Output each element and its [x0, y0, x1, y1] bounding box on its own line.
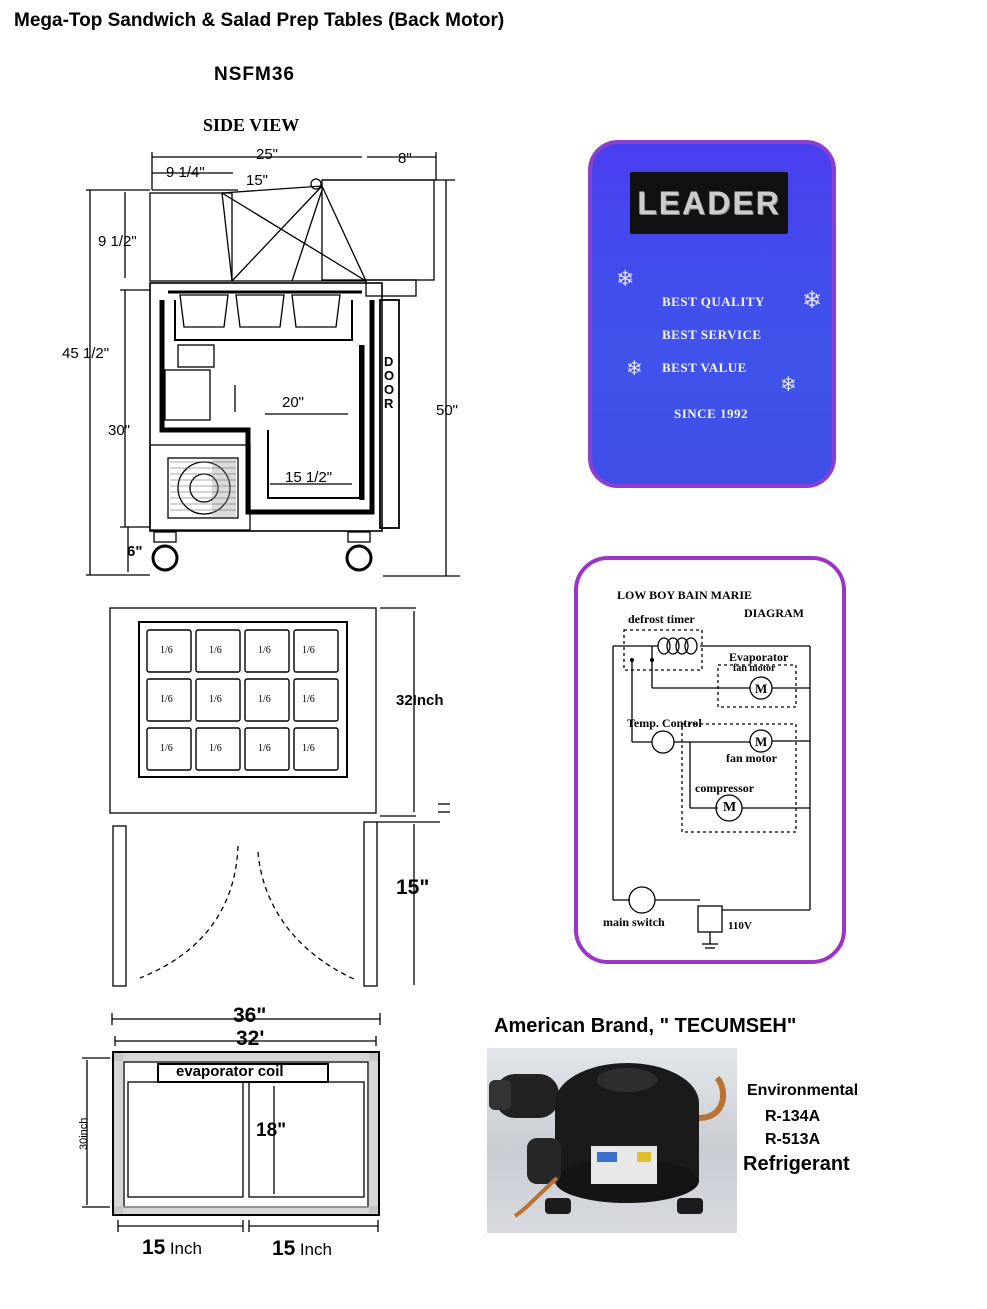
pan-label: 1/6 — [209, 743, 222, 754]
environmental-label: Environmental — [747, 1082, 859, 1099]
motor-symbol: M — [755, 681, 768, 696]
dim-30: 30" — [108, 422, 131, 439]
dim-36: 36" — [233, 1004, 267, 1027]
dim-9-1-2: 9 1/2" — [98, 233, 137, 250]
door-label: DOOR — [384, 354, 395, 411]
dim-6: 6" — [127, 543, 143, 560]
dim-25: 25" — [256, 146, 279, 163]
card-line-since: SINCE 1992 — [674, 406, 748, 421]
pan-label: 1/6 — [160, 694, 173, 705]
model-number: NSFM36 — [214, 64, 295, 85]
dim-50: 50" — [436, 402, 459, 419]
motor-symbol: M — [755, 734, 768, 749]
pan-label: 1/6 — [258, 694, 271, 705]
snowflake-icon: ❄ — [616, 266, 635, 291]
pan-label: 1/6 — [209, 645, 222, 656]
snowflake-icon: ❄ — [802, 287, 823, 314]
dim-32-inch: 32Inch — [396, 692, 444, 709]
leader-card: LEADER BEST QUALITY BEST SERVICE BEST VA… — [588, 140, 836, 488]
pan-grid — [146, 629, 339, 771]
voltage-label: 110V — [728, 920, 752, 932]
wiring-title-line2: DIAGRAM — [744, 606, 804, 620]
refrigerant-label: Refrigerant — [743, 1153, 850, 1175]
fan-motor-label-2: fan motor — [726, 751, 777, 765]
card-line-service: BEST SERVICE — [662, 327, 762, 342]
compressor-photo — [487, 1048, 737, 1233]
snowflake-icon: ❄ — [626, 358, 643, 380]
dim-15-1-2: 15 1/2" — [285, 469, 333, 486]
evaporator-label: Evaporator — [729, 650, 789, 664]
leader-logo: LEADER — [630, 172, 788, 234]
wiring-title-line1: LOW BOY BAIN MARIE — [617, 588, 753, 602]
dim-9-1-4: 9 1/4" — [166, 164, 205, 181]
defrost-timer-label: defrost timer — [628, 612, 695, 626]
pan-label: 1/6 — [160, 645, 173, 656]
evaporator-coil-label: evaporator coil — [176, 1063, 284, 1080]
pan-label: 1/6 — [302, 694, 315, 705]
dim-15-inch-left: 15 Inch — [142, 1236, 202, 1259]
snowflake-icon: ❄ — [780, 374, 797, 396]
refrigerant-r513a: R-513A — [765, 1131, 821, 1148]
card-line-value: BEST VALUE — [662, 360, 747, 375]
dim-32: 32' — [236, 1027, 265, 1050]
dim-15-lid: 15" — [246, 172, 269, 189]
refrigerant-r134a: R-134A — [765, 1108, 821, 1125]
pan-label: 1/6 — [258, 743, 271, 754]
fan-motor-label-1: fan motor — [733, 663, 776, 674]
dim-45-1-2: 45 1/2" — [62, 345, 110, 362]
dim-15-inch-right: 15 Inch — [272, 1237, 332, 1260]
dim-door-swing: 15" — [396, 876, 430, 899]
pan-label: 1/6 — [258, 645, 271, 656]
brand-text: LEADER — [637, 184, 781, 221]
side-view-heading: SIDE VIEW — [203, 115, 300, 135]
temp-control-label: Temp. Control — [627, 716, 702, 730]
compressor-heading: American Brand, " TECUMSEH" — [494, 1015, 797, 1037]
pan-label: 1/6 — [302, 645, 315, 656]
dim-20: 20" — [282, 394, 305, 411]
motor-symbol: M — [723, 800, 737, 815]
pan-label: 1/6 — [302, 743, 315, 754]
card-line-quality: BEST QUALITY — [662, 294, 765, 309]
compressor-label: compressor — [695, 781, 755, 795]
dim-18: 18" — [256, 1120, 287, 1141]
pan-label: 1/6 — [160, 743, 173, 754]
page-title: Mega-Top Sandwich & Salad Prep Tables (B… — [14, 10, 505, 31]
wiring-diagram-card — [574, 556, 846, 964]
pan-label: 1/6 — [209, 694, 222, 705]
main-switch-label: main switch — [603, 915, 665, 929]
dim-8: 8" — [398, 150, 412, 167]
